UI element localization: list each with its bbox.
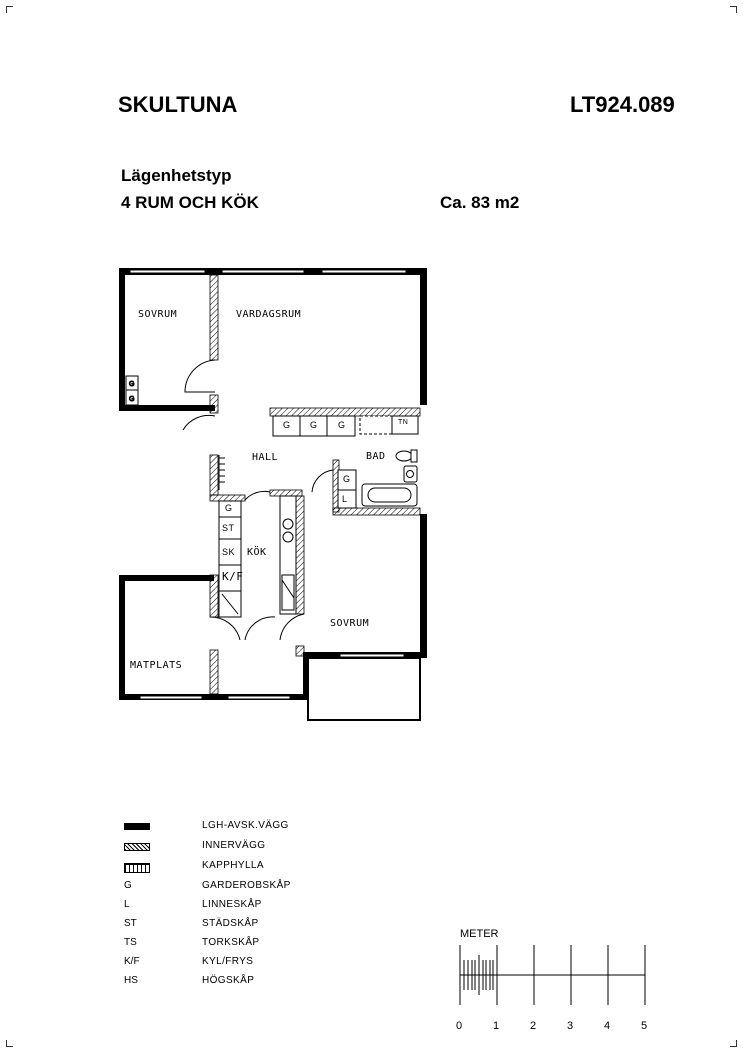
legend-name: LGH-AVSK.VÄGG: [202, 820, 289, 831]
legend-name: LINNESKÅP: [202, 899, 262, 910]
crop-mark-bottom-right: [730, 1040, 737, 1047]
balcony: [307, 657, 421, 721]
legend-abbr: L: [124, 899, 130, 910]
legend-name: GARDEROBSKÅP: [202, 880, 291, 891]
room-label-living-room: VARDAGSRUM: [236, 309, 302, 320]
coat-shelf-icon: [124, 863, 150, 873]
scale-label: METER: [460, 928, 499, 940]
windows: [129, 269, 407, 700]
wardrobe-label: G: [338, 420, 346, 430]
kitchen-right-counter: [279, 495, 297, 615]
scale-tick-label: 5: [641, 1020, 648, 1032]
location-title: SKULTUNA: [118, 92, 238, 117]
coat-shelf: [218, 455, 225, 490]
room-label-bathroom: BAD: [366, 451, 386, 462]
room-label-dining: MATPLATS: [130, 660, 183, 671]
crop-mark-top-left: [6, 6, 13, 13]
scale-bar: [459, 945, 646, 1005]
reference-number: LT924.089: [570, 92, 675, 117]
wardrobe-label: G: [283, 420, 291, 430]
wardrobe-label: G: [225, 503, 233, 513]
scale-tick-label: 3: [567, 1020, 574, 1032]
apartment-area: Ca. 83 m2: [440, 193, 520, 212]
scale-tick-label: 4: [604, 1020, 611, 1032]
bathroom-fixtures: [337, 449, 418, 509]
legend-name: KAPPHYLLA: [202, 860, 264, 871]
scale-tick-label: 2: [530, 1020, 537, 1032]
legend-name: HÖGSKÅP: [202, 975, 255, 986]
room-label-bedroom-1: SOVRUM: [138, 309, 178, 320]
solid-wall-swatch: [124, 823, 150, 830]
kitchen-left-units: [218, 500, 242, 618]
fridge-freezer-label: K/F: [222, 570, 244, 583]
bedroom-1-wardrobes: G G: [125, 375, 139, 406]
room-label-bedroom-2: SOVRUM: [330, 618, 370, 629]
crop-mark-bottom-left: [6, 1040, 13, 1047]
inner-walls: [209, 274, 421, 695]
hall-wardrobes: [272, 415, 419, 437]
legend-abbr: HS: [124, 975, 138, 986]
scale-tick-label: 0: [456, 1020, 463, 1032]
svg-text:G: G: [129, 396, 134, 403]
scale-tick-label: 1: [493, 1020, 500, 1032]
legend-name: TORKSKÅP: [202, 937, 260, 948]
crop-mark-top-right: [730, 6, 737, 13]
hatched-wall-swatch: [124, 843, 150, 851]
legend-abbr: G: [124, 880, 132, 891]
room-label-kitchen: KÖK: [247, 547, 267, 558]
door-swings: [182, 359, 334, 641]
wardrobe-label: G: [310, 420, 318, 430]
legend-abbr: TS: [124, 937, 137, 948]
wardrobe-label: G: [343, 474, 351, 484]
legend-name: STÄDSKÅP: [202, 918, 259, 929]
legend-name: KYL/FRYS: [202, 956, 254, 967]
type-label: Lägenhetstyp: [121, 166, 232, 185]
cleaning-cabinet-label: ST: [222, 523, 235, 533]
drying-cabinet-label: TN: [398, 419, 409, 426]
room-label-hall: HALL: [252, 452, 279, 463]
apartment-type: 4 RUM OCH KÖK: [121, 193, 259, 212]
legend-abbr: K/F: [124, 956, 140, 967]
svg-text:G: G: [129, 381, 134, 388]
pantry-label: SK: [222, 547, 236, 557]
legend-abbr: ST: [124, 918, 137, 929]
linen-cabinet-label: L: [342, 494, 348, 504]
legend-name: INNERVÄGG: [202, 840, 266, 851]
